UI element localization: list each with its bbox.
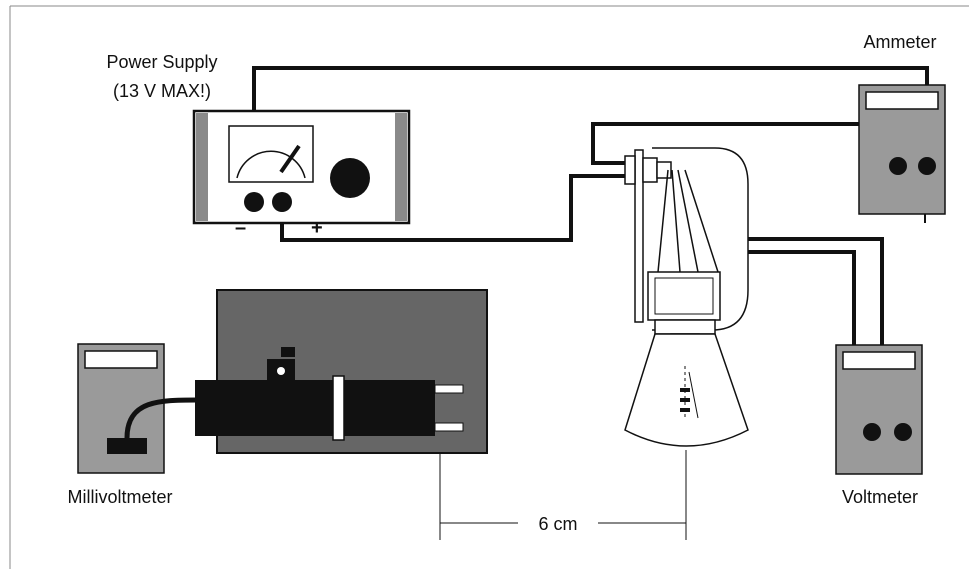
diagram-frame — [9, 5, 969, 569]
ammeter-label: Ammeter — [863, 32, 936, 52]
negative-terminal — [244, 192, 264, 212]
voltmeter — [835, 344, 923, 475]
power-supply-limit-label: (13 V MAX!) — [113, 81, 211, 101]
power-supply-gauge — [228, 125, 314, 183]
minus-sign: – — [235, 217, 246, 239]
detector-panel — [195, 289, 488, 454]
detector-body — [195, 380, 435, 436]
millivoltmeter-plug — [107, 438, 147, 454]
ammeter — [858, 84, 946, 223]
millivoltmeter-display — [84, 350, 158, 369]
power-supply: – + — [192, 109, 411, 239]
ammeter-display — [865, 91, 939, 110]
lamp-assembly — [624, 147, 749, 447]
gauge-needle — [279, 144, 301, 174]
plus-sign: + — [311, 217, 323, 239]
wire-supply-positive-to-tube — [280, 174, 625, 242]
voltmeter-label: Voltmeter — [842, 487, 918, 507]
positive-terminal — [272, 192, 292, 212]
mounting-plate — [634, 149, 644, 323]
millivoltmeter-cable — [124, 397, 198, 439]
voltmeter-display — [842, 351, 916, 370]
millivoltmeter-label: Millivoltmeter — [67, 487, 172, 507]
millivoltmeter — [77, 343, 198, 474]
power-supply-knob — [330, 158, 370, 198]
detector-ring — [332, 375, 345, 441]
power-supply-label: Power Supply — [106, 52, 217, 72]
distance-label: 6 cm — [538, 514, 577, 534]
distance-marker: 6 cm — [439, 450, 687, 540]
